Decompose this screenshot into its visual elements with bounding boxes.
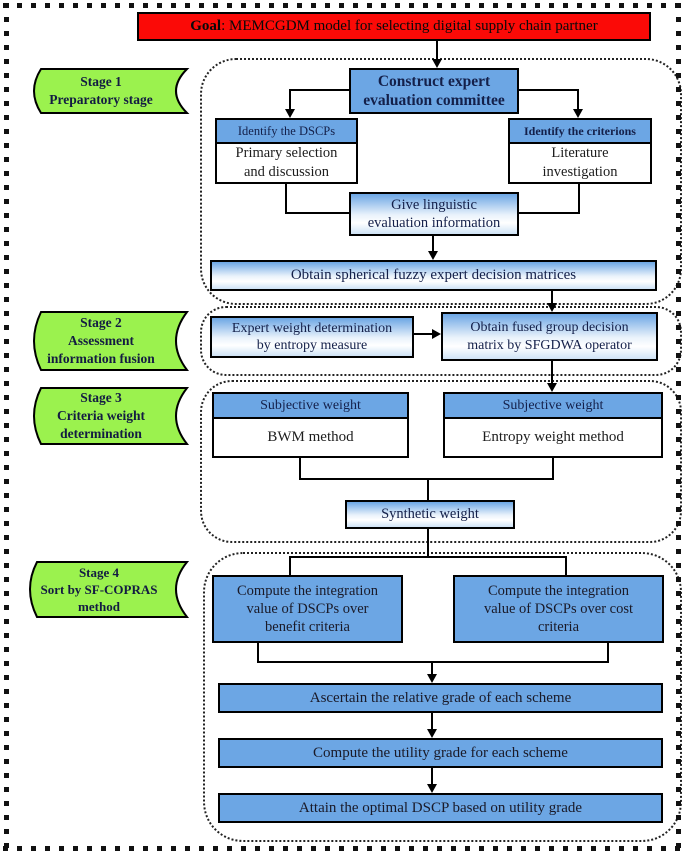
stage4-container	[203, 552, 682, 842]
arrowhead-down-icon	[432, 59, 442, 68]
utility-grade-box: Compute the utility grade for each schem…	[218, 738, 663, 768]
subjective-weight-left-header: Subjective weight	[214, 394, 407, 419]
connector-benefit-down	[257, 643, 259, 663]
connector-split-right-drop	[565, 556, 567, 575]
identify-criterions-box: Identify the criterions Literature inves…	[508, 118, 652, 184]
stage3-container	[200, 380, 682, 543]
stage2-label: Stage 2 Assessment information fusion	[47, 315, 155, 366]
linguistic-evaluation-box: Give linguistic evaluation information	[349, 192, 519, 236]
subjective-weight-left-box: Subjective weight BWM method	[212, 392, 409, 458]
stage1-label: Stage 1 Preparatory stage	[49, 74, 153, 107]
connector-join-synthetic	[427, 478, 429, 500]
pennant-shape	[29, 561, 190, 618]
connector-criterions-across	[519, 212, 580, 214]
arrowhead-down-icon	[573, 109, 583, 118]
benefit-criteria-box: Compute the integration value of DSCPs o…	[212, 575, 403, 643]
arrowhead-down-icon	[547, 383, 557, 392]
connector-committee-left-drop	[289, 89, 291, 110]
page-dotted-border-right	[676, 3, 681, 852]
identify-dscps-box: Identify the DSCPs Primary selection and…	[215, 118, 358, 184]
arrowhead-down-icon	[427, 784, 437, 793]
connector-committee-right-drop	[577, 89, 579, 110]
connector-compute-join	[257, 661, 609, 663]
connector-goal-committee	[436, 41, 438, 60]
synthetic-weight-box: Synthetic weight	[345, 500, 515, 529]
goal-text: : MEMCGDM model for selecting digital su…	[221, 18, 598, 34]
goal-banner: Goal: MEMCGDM model for selecting digita…	[137, 12, 651, 41]
pennant-shape	[33, 311, 190, 371]
entropy-method-body: Entropy weight method	[482, 428, 624, 445]
connector-ascertain-utility	[431, 713, 433, 731]
bwm-method-body: BWM method	[267, 428, 354, 445]
page-dotted-border-left	[4, 3, 9, 852]
construct-committee-box: Construct expert evaluation committee	[349, 68, 519, 114]
stage3-pennant: Stage 3 Criteria weight determination	[26, 387, 190, 445]
connector-dscps-across	[285, 212, 349, 214]
connector-committee-right	[519, 89, 578, 91]
arrowhead-down-icon	[547, 303, 557, 312]
identify-dscps-body: Primary selection and discussion	[235, 145, 338, 180]
stage4-pennant: Stage 4 Sort by SF-COPRAS method	[22, 561, 190, 618]
connector-obtain-fused	[551, 291, 553, 304]
goal-prefix: Goal	[190, 18, 222, 34]
connector-stage4-split	[289, 556, 567, 558]
pennant-shape	[33, 387, 190, 445]
page-dotted-border-bottom	[3, 846, 682, 851]
connector-entropy-down	[552, 458, 554, 480]
connector-fused-stage3	[551, 361, 553, 385]
subjective-weight-right-header: Subjective weight	[445, 394, 661, 419]
identify-criterions-body: Literature investigation	[542, 145, 618, 180]
cost-criteria-box: Compute the integration value of DSCPs o…	[453, 575, 664, 643]
connector-bwm-down	[299, 458, 301, 480]
arrowhead-down-icon	[427, 729, 437, 738]
expert-weight-box: Expert weight determination by entropy m…	[210, 316, 414, 358]
connector-synthetic-stage4	[427, 529, 429, 558]
page-dotted-border-top	[3, 3, 682, 8]
fused-matrix-box: Obtain fused group decision matrix by SF…	[441, 312, 658, 361]
stage1-pennant: Stage 1 Preparatory stage	[26, 68, 190, 114]
stage3-label: Stage 3 Criteria weight determination	[56, 390, 146, 441]
connector-dscps-down	[285, 184, 287, 214]
pennant-shape	[33, 68, 190, 114]
stage2-pennant: Stage 2 Assessment information fusion	[26, 311, 190, 371]
connector-join-ascertain	[431, 661, 433, 676]
connector-split-left-drop	[289, 556, 291, 575]
connector-committee-left	[290, 89, 349, 91]
stage2-container	[200, 306, 682, 376]
stage4-label: Stage 4 Sort by SF-COPRAS method	[40, 564, 158, 615]
arrowhead-down-icon	[427, 674, 437, 683]
connector-linguistic-obtain	[432, 236, 434, 253]
attain-optimal-box: Attain the optimal DSCP based on utility…	[218, 793, 663, 823]
ascertain-grade-box: Ascertain the relative grade of each sch…	[218, 683, 663, 713]
arrowhead-right-icon	[432, 329, 441, 339]
obtain-matrices-box: Obtain spherical fuzzy expert decision m…	[210, 260, 657, 291]
identify-dscps-header: Identify the DSCPs	[217, 120, 356, 144]
connector-utility-attain	[431, 768, 433, 786]
connector-criterions-down	[578, 184, 580, 214]
arrowhead-down-icon	[285, 109, 295, 118]
connector-expert-fused	[414, 333, 433, 335]
arrowhead-down-icon	[428, 251, 438, 260]
connector-weights-join	[299, 478, 554, 480]
identify-criterions-header: Identify the criterions	[510, 120, 650, 144]
connector-cost-down	[607, 643, 609, 663]
subjective-weight-right-box: Subjective weight Entropy weight method	[443, 392, 663, 458]
